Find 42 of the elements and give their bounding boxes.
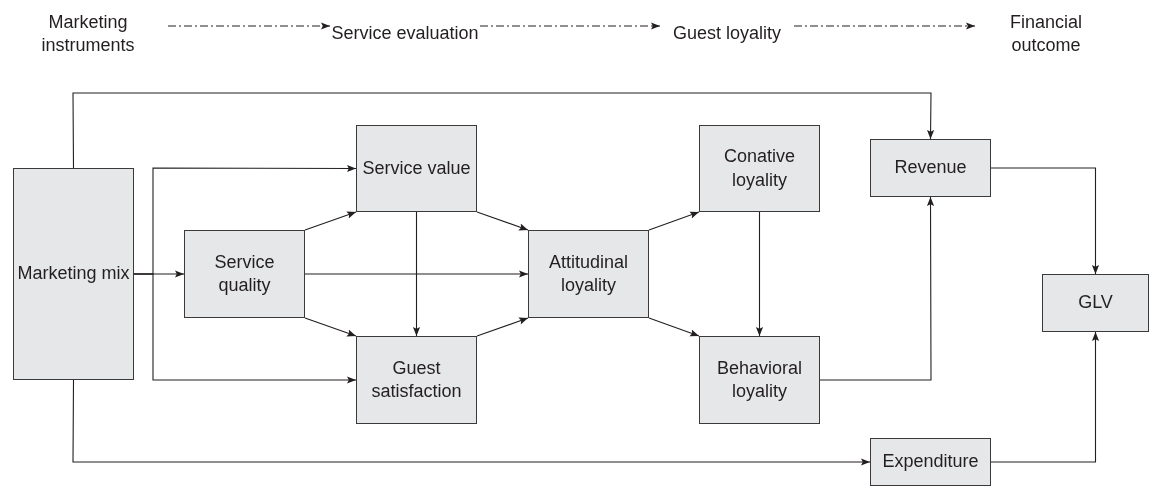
process-box — [356, 336, 477, 424]
stage-heading: Guest loyality — [660, 10, 794, 58]
process-box — [528, 230, 649, 318]
arrow — [304, 270, 529, 278]
process-box — [699, 125, 820, 212]
arrow — [72, 92, 935, 169]
box-label: GLV — [1078, 291, 1113, 315]
arrow — [476, 211, 529, 231]
arrow — [755, 211, 764, 337]
box-label: Service value — [362, 156, 471, 180]
dash-dot-arrow — [479, 22, 661, 30]
arrow — [476, 317, 529, 337]
box-label: Guest satisfaction — [370, 356, 463, 403]
arrow — [648, 211, 700, 231]
dash-dot-arrow — [793, 22, 976, 30]
box-label: Service quality — [213, 250, 276, 297]
stage-heading: Service evaluation — [330, 10, 480, 58]
stage-heading: Financial outcome — [975, 10, 1117, 58]
arrow — [990, 331, 1100, 463]
process-box — [699, 336, 820, 424]
process-box — [184, 230, 305, 318]
box-label: Behavioral loyality — [715, 356, 804, 403]
box-label: Marketing mix — [17, 262, 130, 286]
arrow — [412, 211, 421, 337]
box-label: Revenue — [894, 156, 967, 180]
box-label: Conative loyality — [722, 145, 796, 192]
process-box — [13, 168, 134, 380]
process-box — [870, 139, 991, 197]
arrow — [990, 167, 1100, 275]
box-label: Attitudinal loyality — [547, 250, 630, 297]
arrow — [304, 211, 357, 231]
arrow — [648, 317, 700, 337]
box-label: Expenditure — [882, 450, 979, 474]
stage-heading: Marketing instruments — [8, 10, 168, 58]
arrow — [133, 273, 357, 384]
process-box — [356, 125, 477, 212]
arrow — [819, 196, 935, 381]
arrow — [72, 379, 871, 466]
process-box — [1042, 274, 1149, 332]
arrow — [304, 317, 357, 337]
dash-dot-arrow — [167, 22, 331, 30]
process-box — [870, 438, 991, 486]
